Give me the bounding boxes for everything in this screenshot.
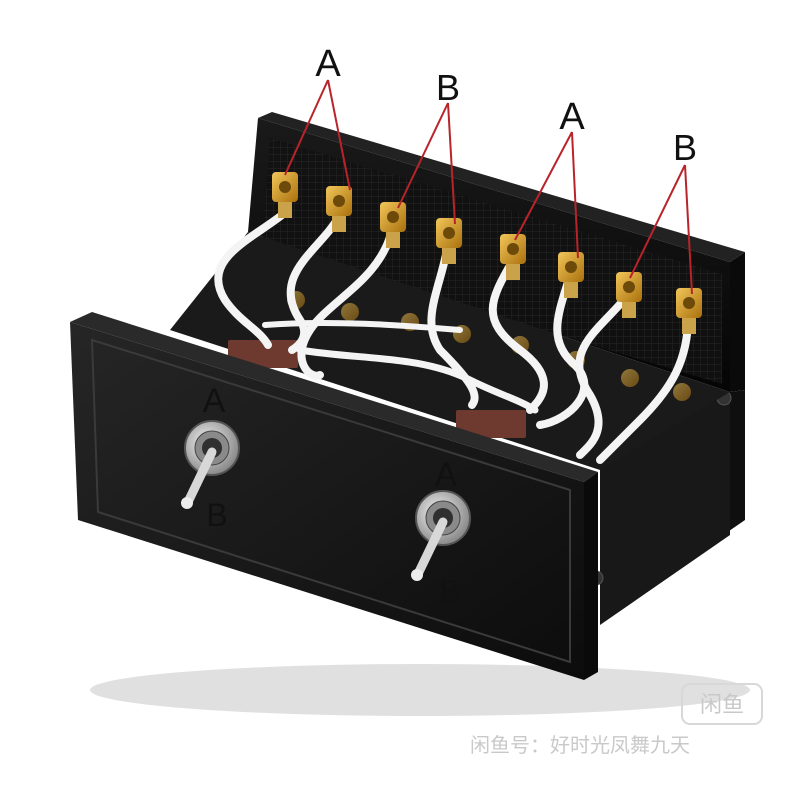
right-toggle-switch (411, 490, 471, 581)
callout-lines (284, 79, 693, 295)
left-switch-label-a: A (203, 382, 226, 420)
watermark-caption: 闲鱼号：好时光凤舞九天 (470, 733, 690, 757)
floor-shadow (90, 664, 750, 716)
left-toggle-switch (181, 420, 240, 509)
rca-jack-8 (676, 288, 702, 334)
callout-label-1: A (315, 43, 341, 85)
right-switch-body (456, 410, 526, 438)
rca-jack-7 (616, 272, 642, 318)
callout-label-2: B (436, 67, 460, 108)
internal-wiring (214, 211, 693, 464)
right-switch-label-b: B (439, 574, 460, 610)
rca-jack-4 (436, 218, 462, 264)
watermark-logo (681, 683, 763, 725)
rca-jack-3 (380, 202, 406, 248)
left-switch-label-b: B (206, 497, 227, 533)
watermark-logo-text: 闲鱼 (700, 693, 744, 718)
inner-floor (170, 232, 730, 470)
watermark: 闲鱼 闲鱼号：好时光凤舞九天 (470, 683, 763, 757)
rca-jack-row (272, 172, 702, 334)
rca-jack-5 (500, 234, 526, 280)
right-switch-label-a: A (435, 456, 458, 494)
callout-label-4: B (673, 127, 697, 168)
rca-jack-2 (326, 186, 352, 232)
rca-jack-6 (558, 252, 584, 298)
front-panel (70, 312, 598, 680)
rca-jack-1 (272, 172, 298, 218)
callout-label-3: A (559, 96, 585, 138)
